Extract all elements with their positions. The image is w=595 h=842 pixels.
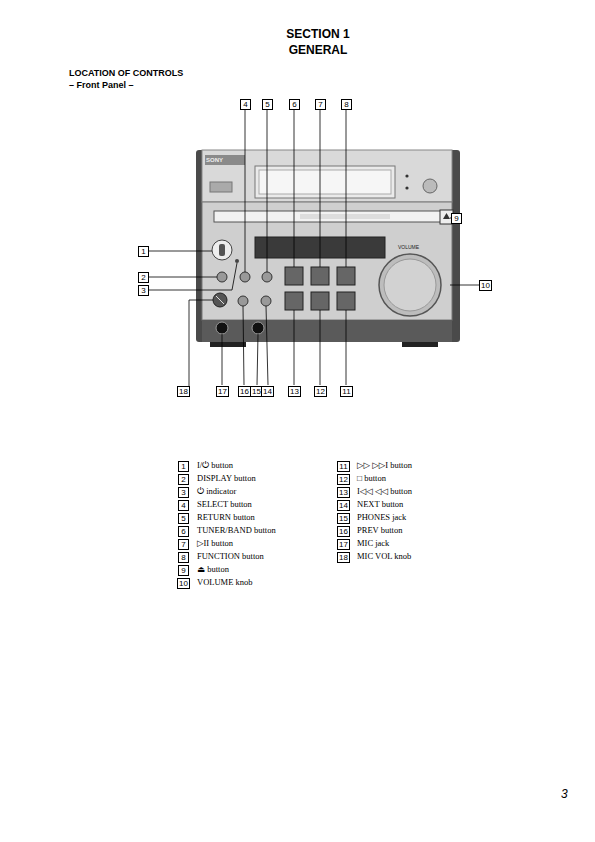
callout-number: 14 [261, 386, 274, 397]
callout-number: 7 [315, 99, 326, 110]
control-name: ⏏ button [197, 564, 229, 574]
callout-number: 3 [138, 285, 149, 296]
control-name: FUNCTION button [197, 551, 264, 561]
callout-text: 8 [344, 101, 348, 109]
section-title: SECTION 1 GENERAL [268, 26, 368, 58]
callout-number: 13 [288, 386, 301, 397]
callout-text: 10 [481, 282, 490, 290]
callout-text: 9 [181, 567, 185, 575]
control-name: ⏻ indicator [197, 486, 236, 497]
callout-number: 3 [178, 487, 189, 498]
callout-text: 1 [181, 463, 185, 471]
callout-number: 1 [138, 246, 149, 257]
callout-number: 12 [314, 386, 327, 397]
callout-text: 9 [454, 215, 458, 223]
panel-label: VOLUME [398, 244, 419, 250]
callout-text: 10 [179, 580, 188, 588]
control-name: TUNER/BAND button [197, 525, 276, 535]
callout-number: 2 [138, 272, 149, 283]
callout-text: 4 [243, 101, 247, 109]
callout-number: 13 [337, 487, 350, 498]
callout-text: 6 [292, 101, 296, 109]
page-number: 3 [561, 787, 568, 801]
callout-text: 15 [252, 388, 261, 396]
callout-text: 16 [240, 388, 249, 396]
control-name: ▷▷ ▷▷I button [357, 460, 412, 470]
control-name: PREV button [357, 525, 402, 535]
callout-text: 17 [218, 388, 227, 396]
section-heading: LOCATION OF CONTROLS [69, 68, 183, 78]
callout-text: 11 [342, 388, 350, 396]
control-name: MIC jack [357, 538, 389, 548]
callout-text: 7 [181, 541, 185, 549]
callout-number: 5 [178, 513, 189, 524]
callout-number: 11 [340, 386, 353, 397]
callout-number: 17 [216, 386, 229, 397]
callout-number: 7 [178, 539, 189, 550]
callout-text: 15 [339, 515, 348, 523]
section-subheading: – Front Panel – [69, 80, 134, 90]
callout-number: 18 [337, 552, 350, 563]
callout-text: 13 [290, 388, 299, 396]
callout-text: 2 [181, 476, 185, 484]
callout-number: 14 [337, 500, 350, 511]
control-name: NEXT button [357, 499, 403, 509]
brand-logo: SONY [206, 157, 223, 163]
control-name: PHONES jack [357, 512, 406, 522]
callout-number: 10 [177, 578, 190, 589]
callout-number: 11 [337, 461, 350, 472]
callout-number: 17 [337, 539, 350, 550]
callout-text: 1 [141, 248, 145, 256]
callout-number: 12 [337, 474, 350, 485]
control-name: I◁◁ ◁◁ button [357, 486, 412, 496]
callout-text: 14 [339, 502, 348, 510]
callout-text: 11 [339, 463, 347, 471]
callout-text: 12 [316, 388, 325, 396]
callout-text: 3 [141, 287, 145, 295]
control-name: SELECT button [197, 499, 252, 509]
control-name: □ button [357, 473, 386, 483]
callout-text: 4 [181, 502, 185, 510]
callout-number: 6 [178, 526, 189, 537]
callout-number: 8 [341, 99, 352, 110]
callout-text: 3 [181, 489, 185, 497]
callout-text: 2 [141, 274, 145, 282]
control-name: VOLUME knob [197, 577, 252, 587]
callout-text: 7 [318, 101, 322, 109]
callout-number: 5 [262, 99, 273, 110]
callout-text: 14 [263, 388, 272, 396]
callout-text: 5 [181, 515, 185, 523]
callout-text: 13 [339, 489, 348, 497]
callout-number: 1 [178, 461, 189, 472]
callout-text: 18 [339, 554, 348, 562]
callout-number: 10 [479, 280, 492, 291]
callout-number: 18 [177, 386, 190, 397]
callout-text: 18 [179, 388, 188, 396]
callout-number: 4 [178, 500, 189, 511]
callout-text: 12 [339, 476, 348, 484]
callout-number: 9 [178, 565, 189, 576]
callout-number: 9 [451, 213, 462, 224]
control-name: RETURN button [197, 512, 255, 522]
callout-text: 5 [265, 101, 269, 109]
control-name: MIC VOL knob [357, 551, 411, 561]
callout-number: 16 [337, 526, 350, 537]
callout-text: 17 [339, 541, 348, 549]
callout-text: 8 [181, 554, 185, 562]
control-name: I/⏻ button [197, 460, 233, 471]
callout-text: 16 [339, 528, 348, 536]
callout-text: 6 [181, 528, 185, 536]
callout-number: 4 [240, 99, 251, 110]
callout-number: 2 [178, 474, 189, 485]
control-name: ▷II button [197, 538, 233, 548]
control-name: DISPLAY button [197, 473, 256, 483]
callout-number: 15 [337, 513, 350, 524]
callout-number: 8 [178, 552, 189, 563]
callout-number: 6 [289, 99, 300, 110]
